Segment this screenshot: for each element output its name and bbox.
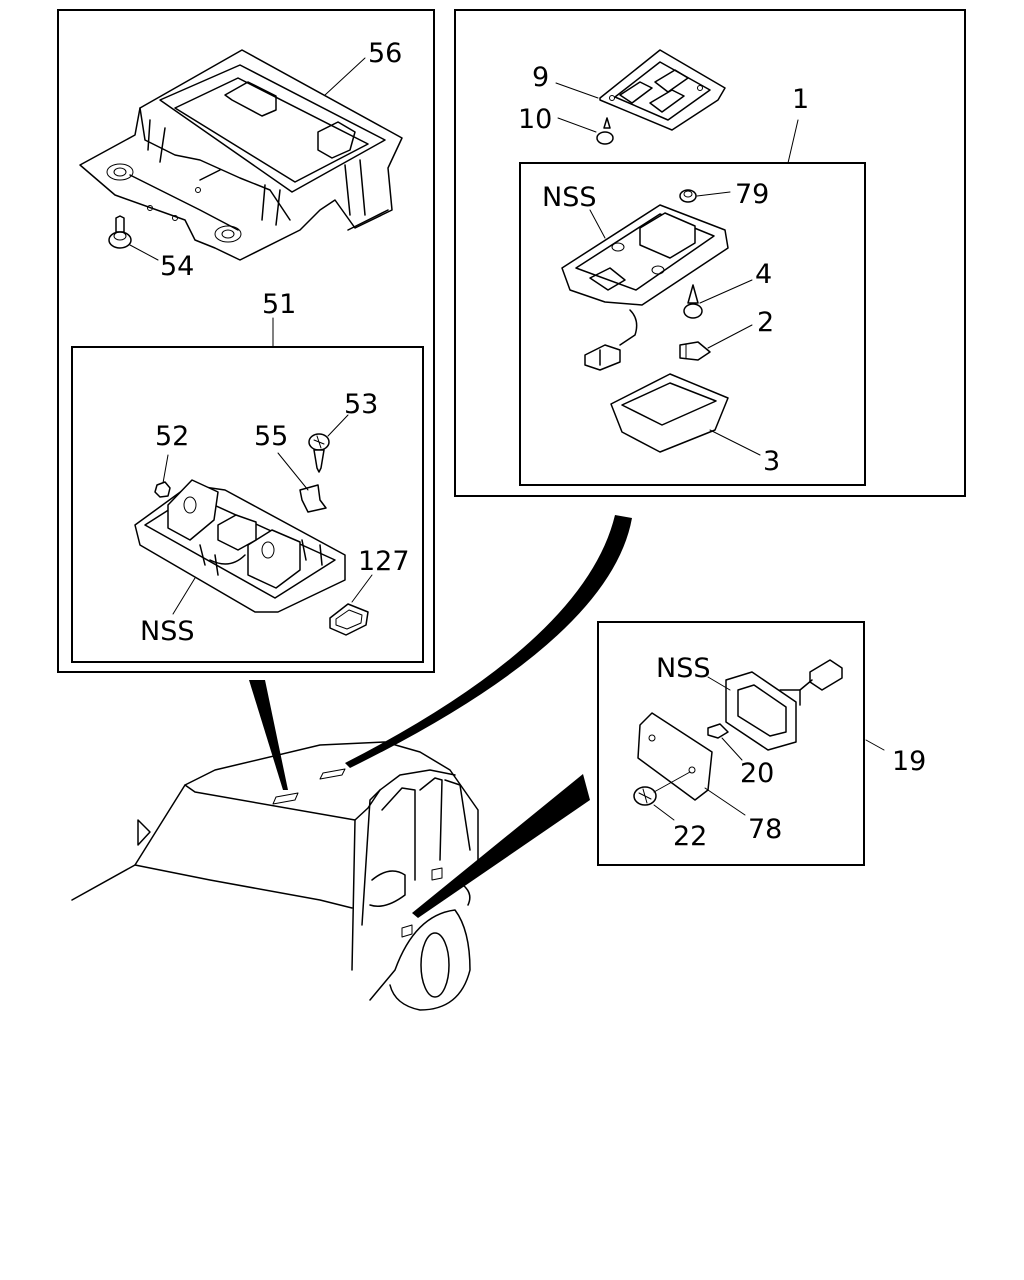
door-lamp-frame-19 xyxy=(597,621,865,866)
left-panel xyxy=(57,9,435,673)
right-panel xyxy=(454,9,966,497)
label-10: 10 xyxy=(518,104,552,135)
label-22: 22 xyxy=(673,821,707,852)
door-lamp-screw-22-drawing xyxy=(633,771,691,806)
label-nss-door: NSS xyxy=(656,653,710,684)
right-outer-frame xyxy=(454,9,966,497)
label-53: 53 xyxy=(344,389,378,420)
label-3: 3 xyxy=(763,446,780,477)
right-inner-frame-1 xyxy=(519,162,866,486)
bracket-56-drawing xyxy=(79,49,403,261)
label-1: 1 xyxy=(792,84,809,115)
door-lamp-bulb-20-drawing xyxy=(707,723,729,739)
left-inner-frame-51 xyxy=(71,346,424,663)
bracket-9-drawing xyxy=(599,49,726,131)
nut-79-drawing xyxy=(679,189,697,203)
label-52: 52 xyxy=(155,421,189,452)
label-51: 51 xyxy=(262,289,296,320)
vehicle-outline xyxy=(71,741,479,1011)
label-2: 2 xyxy=(757,307,774,338)
clip-52-drawing xyxy=(154,481,171,498)
label-56: 56 xyxy=(368,38,402,69)
label-54: 54 xyxy=(160,251,194,282)
bracket-55-drawing xyxy=(299,484,327,513)
screw-4-drawing xyxy=(683,284,703,319)
clip-10-drawing xyxy=(596,117,614,145)
door-lamp-panel xyxy=(597,621,885,866)
label-79: 79 xyxy=(735,179,769,210)
dome-lamp-housing-drawing xyxy=(561,204,729,371)
label-19: 19 xyxy=(892,746,926,777)
label-55: 55 xyxy=(254,421,288,452)
pointer-to-door-lamp xyxy=(412,774,590,918)
label-9: 9 xyxy=(532,62,549,93)
label-nss-left: NSS xyxy=(140,616,194,647)
label-4: 4 xyxy=(755,259,772,290)
label-20: 20 xyxy=(740,758,774,789)
lens-127-drawing xyxy=(329,603,369,636)
screw-54-drawing xyxy=(108,215,132,249)
pointer-to-left-panel xyxy=(249,680,288,790)
left-outer-frame xyxy=(57,9,435,673)
door-lamp-housing-drawing xyxy=(725,659,843,751)
label-nss-right: NSS xyxy=(542,182,596,213)
label-127: 127 xyxy=(358,546,410,577)
label-78: 78 xyxy=(748,814,782,845)
console-lamp-drawing xyxy=(134,479,346,613)
screw-53-drawing xyxy=(308,433,330,473)
lens-3-drawing xyxy=(610,373,729,453)
bulb-2-drawing xyxy=(679,341,711,361)
